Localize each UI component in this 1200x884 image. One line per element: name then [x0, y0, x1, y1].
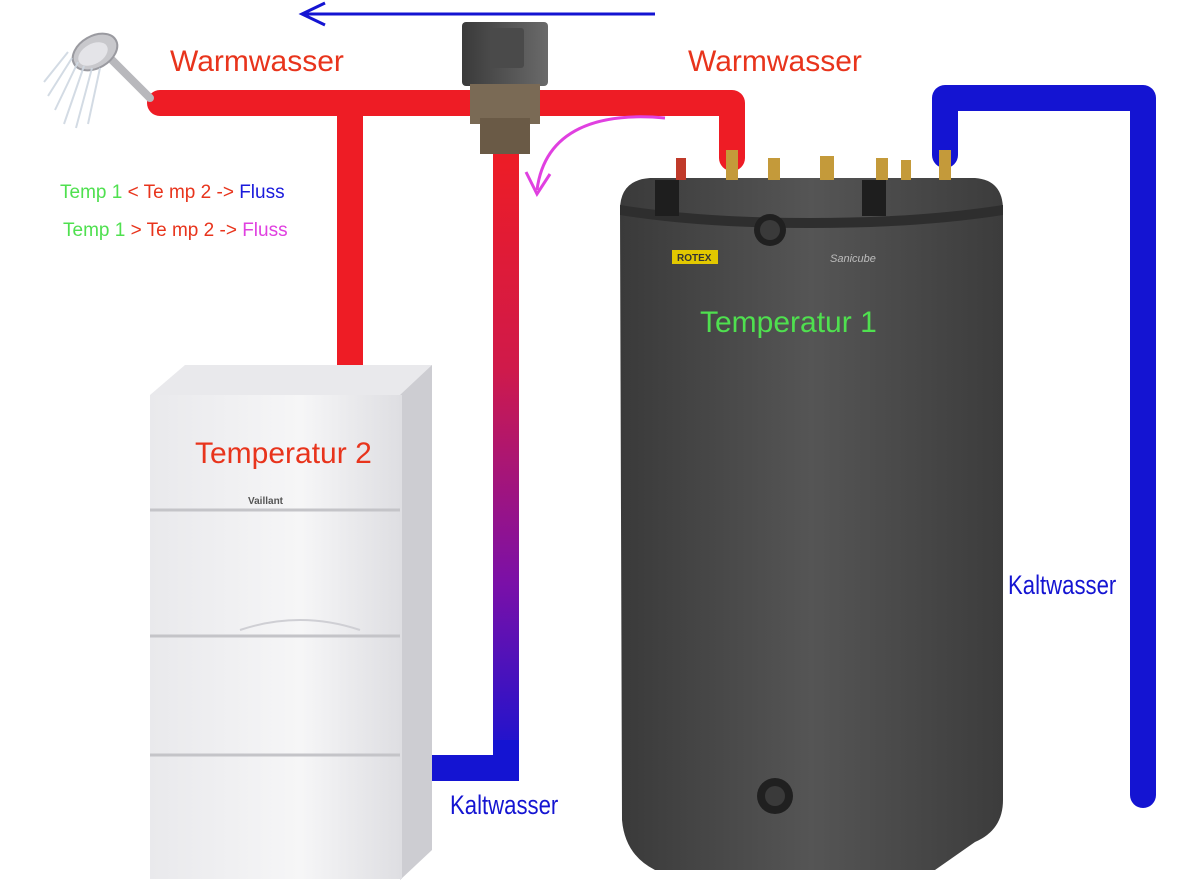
storage-tank [620, 178, 1003, 870]
rule-1-temp2: Te mp 2 [144, 182, 212, 203]
rule-2-temp2: Te mp 2 [147, 220, 215, 241]
tank-model: Sanicube [830, 253, 876, 265]
shower-head-icon [44, 26, 150, 128]
rule-1-op: < [122, 182, 143, 203]
hot-water-pipe-right [540, 103, 732, 158]
rule-2-arrow: -> [214, 220, 242, 241]
rule-2-flow: Fluss [242, 220, 287, 241]
mixing-valve [462, 22, 548, 154]
cold-water-pipe-bottom [430, 740, 506, 768]
flow-rule-1: Temp 1 < Te mp 2 -> Fluss [60, 182, 285, 204]
mixed-water-pipe [493, 150, 519, 770]
flow-arrow-top [302, 3, 655, 25]
cold-water-label-bottom: Kaltwasser [450, 790, 558, 821]
hot-water-label-right: Warmwasser [688, 45, 862, 79]
rule-1-temp1: Temp 1 [60, 182, 122, 203]
boiler-logo: Vaillant [248, 496, 284, 507]
temperature-2-label: Temperatur 2 [195, 437, 372, 471]
cold-water-label-right: Kaltwasser [1008, 570, 1116, 601]
hot-water-label-left: Warmwasser [170, 45, 344, 79]
tank-brand: ROTEX [677, 253, 712, 264]
rule-1-flow: Fluss [239, 182, 284, 203]
flow-rule-2: Temp 1 > Te mp 2 -> Fluss [63, 220, 288, 242]
tank-fittings [676, 150, 951, 180]
temperature-1-label: Temperatur 1 [700, 306, 877, 340]
rule-1-arrow: -> [211, 182, 239, 203]
rule-2-op: > [125, 220, 146, 241]
rule-2-temp1: Temp 1 [63, 220, 125, 241]
